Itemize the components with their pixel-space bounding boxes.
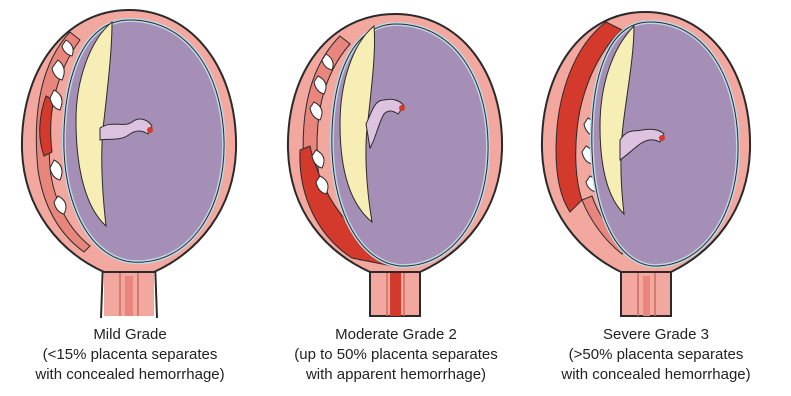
caption-detail: with apparent hemorrhage) [276, 365, 516, 385]
caption-moderate-grade: Moderate Grade 2 (up to 50% placenta sep… [276, 325, 516, 385]
caption-severe-grade: Severe Grade 3 (>50% placenta separates … [536, 325, 776, 385]
caption-title: Mild Grade [10, 325, 250, 345]
uterus-illustrations [0, 0, 791, 320]
caption-detail: (>50% placenta separates [536, 345, 776, 365]
caption-title: Moderate Grade 2 [276, 325, 516, 345]
caption-detail: (<15% placenta separates [10, 345, 250, 365]
uterus-mild-figure [22, 10, 236, 318]
caption-mild-grade: Mild Grade (<15% placenta separates with… [10, 325, 250, 385]
uterus-moderate-figure [288, 14, 502, 316]
caption-detail: (up to 50% placenta separates [276, 345, 516, 365]
caption-detail: with concealed hemorrhage) [536, 365, 776, 385]
caption-detail: with concealed hemorrhage) [10, 365, 250, 385]
caption-title: Severe Grade 3 [536, 325, 776, 345]
uterus-severe-figure [542, 12, 750, 316]
